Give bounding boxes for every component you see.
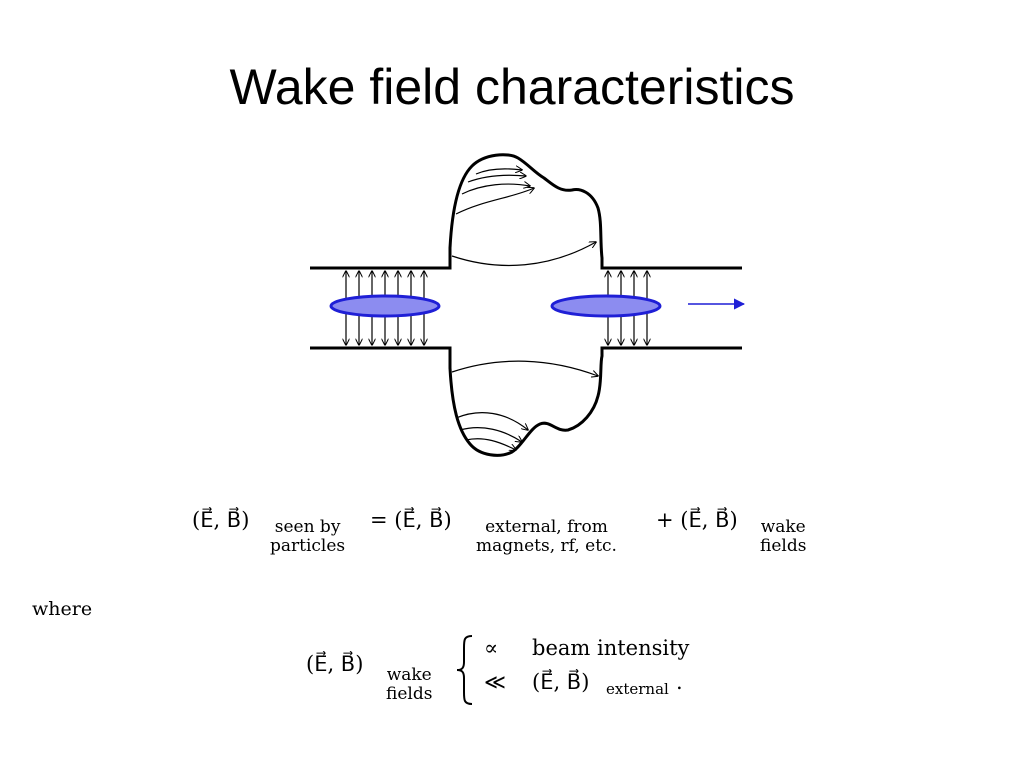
eq-eb-seen: (E⃗, B⃗) xyxy=(192,508,250,532)
cavity-diagram xyxy=(310,153,746,457)
left-brace xyxy=(456,635,473,705)
seen-by-line1: seen by xyxy=(274,517,341,537)
def-sub-wake: wake fields xyxy=(386,666,432,703)
case2-end: . xyxy=(676,670,683,694)
case1-text: beam intensity xyxy=(532,636,690,660)
lower-wake-field-lines xyxy=(451,360,598,450)
wake-line1: wake xyxy=(760,517,806,537)
leading-bunch xyxy=(550,294,662,318)
slide-title: Wake field characteristics xyxy=(229,59,795,115)
eq-sub-external: external, from magnets, rf, etc. xyxy=(476,518,617,555)
case2-sub: external xyxy=(606,680,669,698)
case1-symbol: ∝ xyxy=(484,636,499,660)
cavity-lower-wall xyxy=(310,346,742,457)
def-wake-line1: wake xyxy=(386,665,432,685)
wake-line2: fields xyxy=(760,535,807,556)
eq-sub-wake: wake fields xyxy=(760,518,806,555)
eq-eb-wake: + (E⃗, B⃗) xyxy=(656,508,738,532)
trailing-bunch xyxy=(329,294,441,318)
def-eb-term: (E⃗, B⃗) xyxy=(306,652,364,676)
eq-sub-seen-by: seen by particles xyxy=(270,518,345,555)
where-label: where xyxy=(32,598,93,620)
seen-by-line2: particles xyxy=(270,535,346,556)
external-line2: magnets, rf, etc. xyxy=(476,535,617,556)
upper-wake-field-lines xyxy=(451,169,596,267)
case2-symbol: ≪ xyxy=(484,670,506,694)
def-wake-line2: fields xyxy=(386,683,433,704)
case2-eb: (E⃗, B⃗) xyxy=(532,670,590,694)
cavity-upper-wall xyxy=(310,153,742,270)
external-line1: external, from xyxy=(485,517,608,537)
eq-eb-external: = (E⃗, B⃗) xyxy=(370,508,452,532)
